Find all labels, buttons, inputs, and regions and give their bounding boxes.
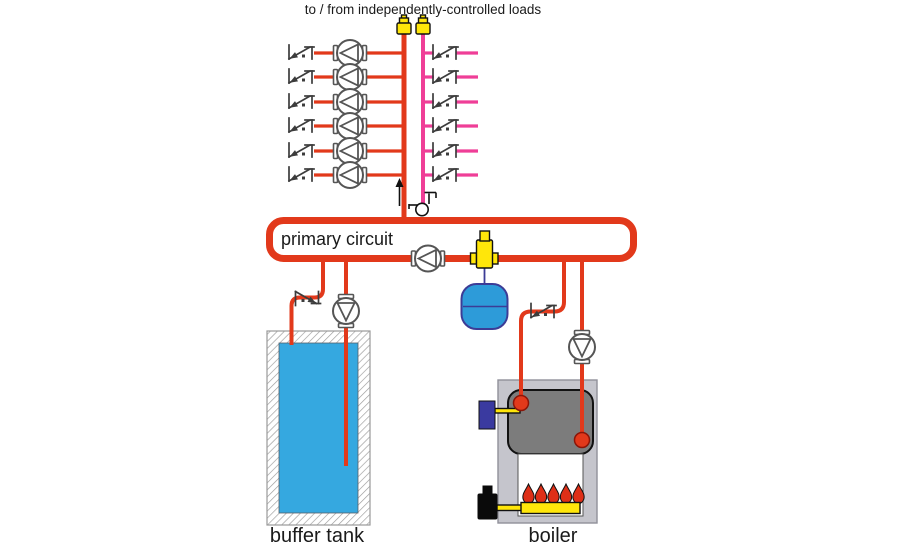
mixing-valve	[469, 230, 499, 269]
boiler-supply-pipe	[519, 258, 566, 400]
buffer-pump	[332, 293, 360, 329]
air-vent-supply-icon	[396, 14, 412, 35]
boiler	[477, 379, 598, 524]
gas-line	[496, 504, 523, 512]
purge-valve	[408, 191, 437, 217]
aquastat-control	[478, 400, 496, 430]
buffer-tank-label: buffer tank	[269, 525, 365, 547]
boiler-label: boiler	[528, 525, 578, 547]
primary-circuit-loop	[266, 217, 637, 262]
buffer-tank	[266, 330, 371, 526]
top-note-label: to / from independently-controlled loads	[304, 2, 542, 17]
boiler-return-port	[573, 431, 591, 449]
upward-flow-arrow	[395, 178, 404, 206]
expansion-tank	[460, 268, 509, 330]
burner-tray	[520, 501, 581, 515]
boiler-supply-port	[512, 394, 530, 412]
load-row-valves-return	[432, 44, 459, 182]
load-row-valves-supply	[288, 44, 315, 182]
air-vent-return-icon	[415, 14, 431, 35]
gas-valve	[477, 485, 498, 520]
boiler-pump	[568, 329, 596, 365]
load-row-pumps	[332, 39, 368, 189]
primary-circuit-label: primary circuit	[281, 229, 394, 249]
